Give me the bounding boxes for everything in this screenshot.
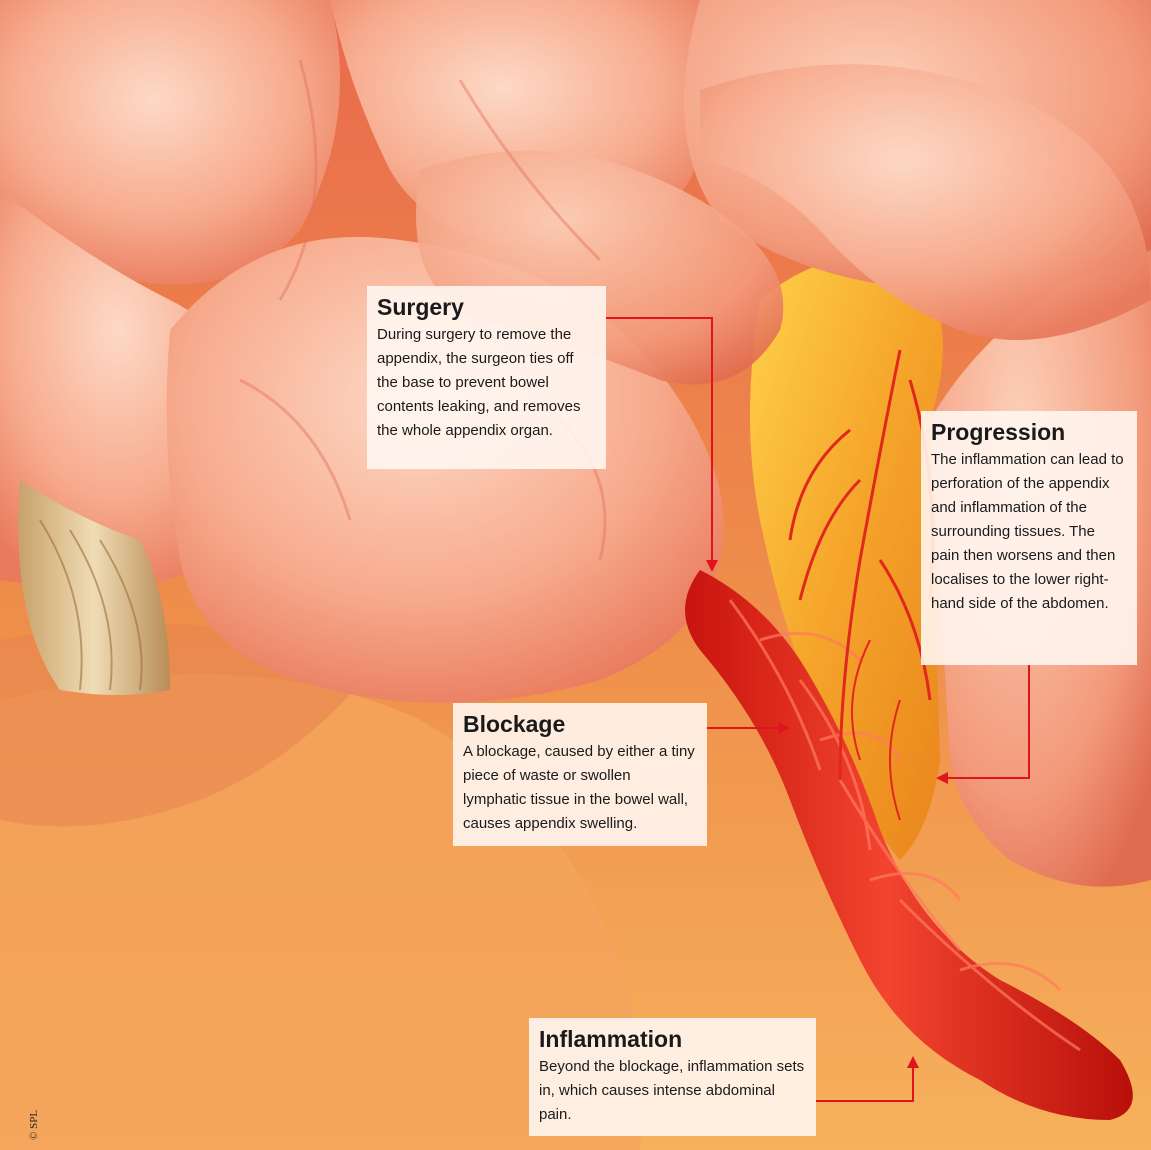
blockage-callout: Blockage A blockage, caused by either a … [453, 703, 707, 846]
inflammation-title: Inflammation [539, 1026, 806, 1052]
blockage-title: Blockage [463, 711, 697, 737]
blockage-text: A blockage, caused by either a tiny piec… [463, 740, 697, 836]
surgery-title: Surgery [377, 294, 596, 320]
progression-title: Progression [931, 419, 1127, 445]
surgery-text: During surgery to remove the appendix, t… [377, 323, 596, 443]
inflammation-text: Beyond the blockage, inflammation sets i… [539, 1055, 806, 1127]
photo-credit: © SPL [28, 1110, 40, 1140]
progression-text: The inflammation can lead to perforation… [931, 448, 1127, 616]
surgery-callout: Surgery During surgery to remove the app… [367, 286, 606, 469]
progression-callout: Progression The inflammation can lead to… [921, 411, 1137, 665]
inflammation-callout: Inflammation Beyond the blockage, inflam… [529, 1018, 816, 1136]
